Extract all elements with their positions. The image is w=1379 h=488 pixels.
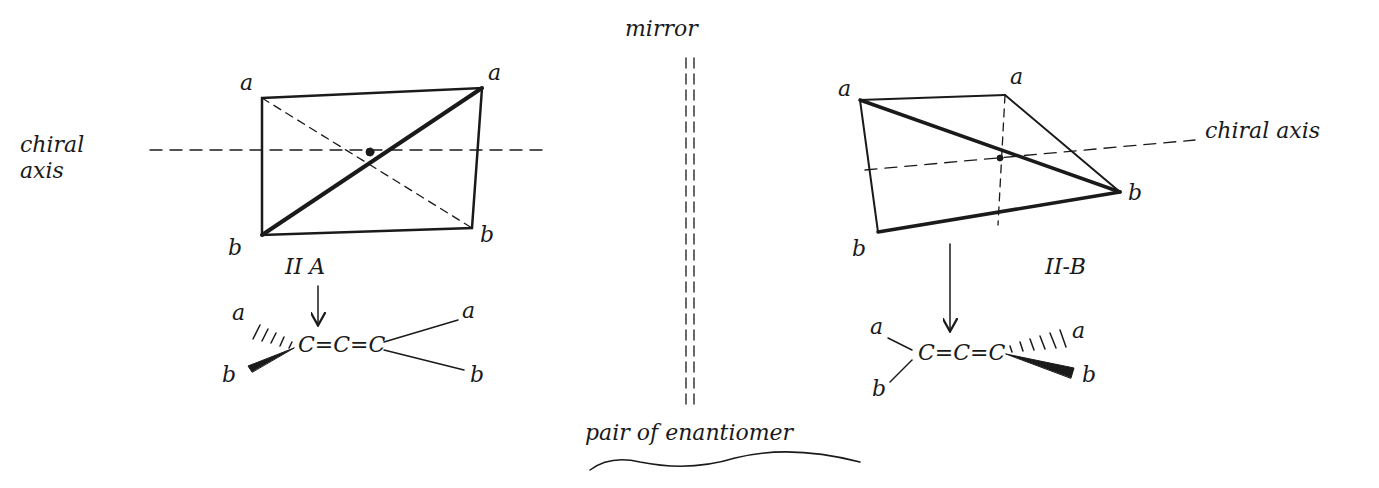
axis-label: chiral axis	[1205, 118, 1320, 144]
corner-letter: b	[852, 236, 866, 262]
allene-formula: C=C=C	[298, 332, 385, 358]
substituent-letter: b	[1082, 362, 1096, 388]
corner-letter: b	[228, 235, 242, 261]
structure-label: II-B	[1045, 254, 1086, 280]
substituent-letter: a	[1072, 318, 1085, 344]
corner-letter: a	[240, 70, 253, 96]
allene-formula: C=C=C	[918, 340, 1005, 366]
mirror-label: mirror	[625, 16, 698, 42]
corner-letter: a	[838, 76, 851, 102]
caption-note: pair of enantiomer	[585, 420, 793, 446]
substituent-letter: b	[872, 376, 886, 402]
corner-letter: a	[488, 60, 501, 86]
substituent-letter: a	[462, 298, 475, 324]
substituent-letter: a	[870, 314, 883, 340]
substituent-letter: b	[222, 362, 236, 388]
corner-letter: a	[1010, 64, 1023, 90]
corner-letter: b	[480, 222, 494, 248]
substituent-letter: a	[232, 300, 245, 326]
axis-label: chiral axis	[20, 132, 100, 185]
corner-letter: b	[1128, 180, 1142, 206]
substituent-letter: b	[470, 362, 484, 388]
structure-label: II A	[285, 254, 325, 280]
